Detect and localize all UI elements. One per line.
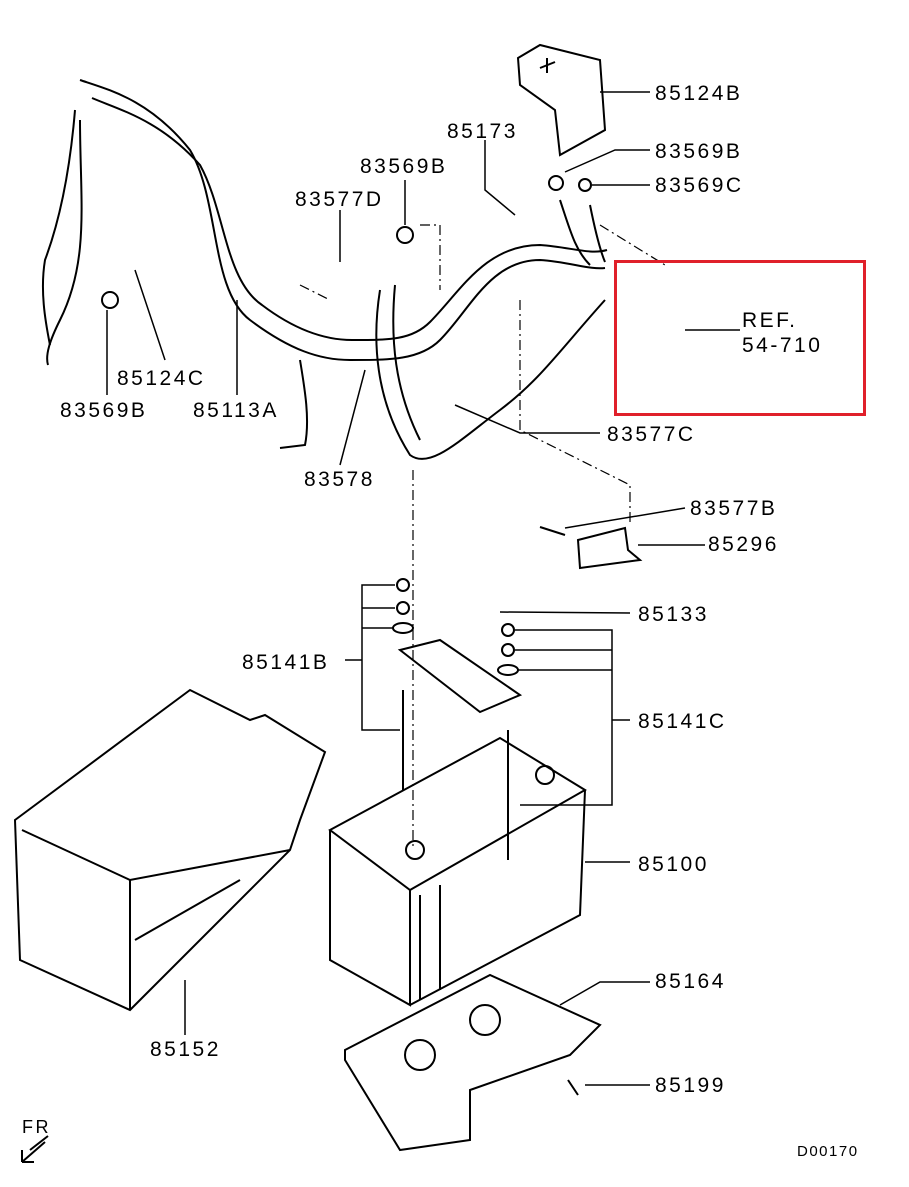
part-label[interactable]: 85100 xyxy=(638,853,709,876)
battery xyxy=(328,736,587,1007)
highlight-box xyxy=(614,260,866,416)
front-arrow-icon xyxy=(21,1135,49,1163)
wiring-harness xyxy=(41,79,608,460)
part-label[interactable]: 83569B xyxy=(60,399,148,422)
nuts xyxy=(101,175,592,676)
part-label[interactable]: 83569B xyxy=(360,155,448,178)
part-label[interactable]: 85141C xyxy=(638,710,727,733)
fuse-block-cover xyxy=(516,43,607,157)
reference-label-line2[interactable]: 54-710 xyxy=(742,334,823,357)
part-label[interactable]: 85296 xyxy=(708,533,779,556)
leader-lines xyxy=(106,91,740,1086)
battery-bracket xyxy=(344,973,602,1152)
part-label[interactable]: 83577C xyxy=(607,423,696,446)
part-label[interactable]: 85173 xyxy=(447,120,518,143)
assembly-lines xyxy=(299,224,666,850)
bracket xyxy=(576,526,643,570)
part-label[interactable]: 83577D xyxy=(295,188,384,211)
part-label[interactable]: 85152 xyxy=(150,1038,221,1061)
part-label[interactable]: 85124B xyxy=(655,82,743,105)
bolt xyxy=(567,1079,579,1096)
part-label[interactable]: 83569B xyxy=(655,140,743,163)
part-label[interactable]: 83577B xyxy=(690,497,778,520)
reference-label-line1[interactable]: REF. xyxy=(742,309,798,332)
part-label[interactable]: 85141B xyxy=(242,651,330,674)
part-label[interactable]: 83569C xyxy=(655,174,744,197)
battery-tray-box xyxy=(13,688,327,1012)
bolt xyxy=(539,526,566,536)
part-label[interactable]: 83578 xyxy=(304,468,375,491)
part-label[interactable]: 85199 xyxy=(655,1074,726,1097)
battery-hold-down xyxy=(397,638,523,860)
part-label[interactable]: 85113A xyxy=(193,399,279,422)
part-label[interactable]: 85133 xyxy=(638,603,709,626)
direction-marker: FR xyxy=(22,1117,51,1137)
part-label[interactable]: 85124C xyxy=(117,367,206,390)
diagram-code: D00170 xyxy=(797,1143,859,1160)
part-label[interactable]: 85164 xyxy=(655,970,726,993)
